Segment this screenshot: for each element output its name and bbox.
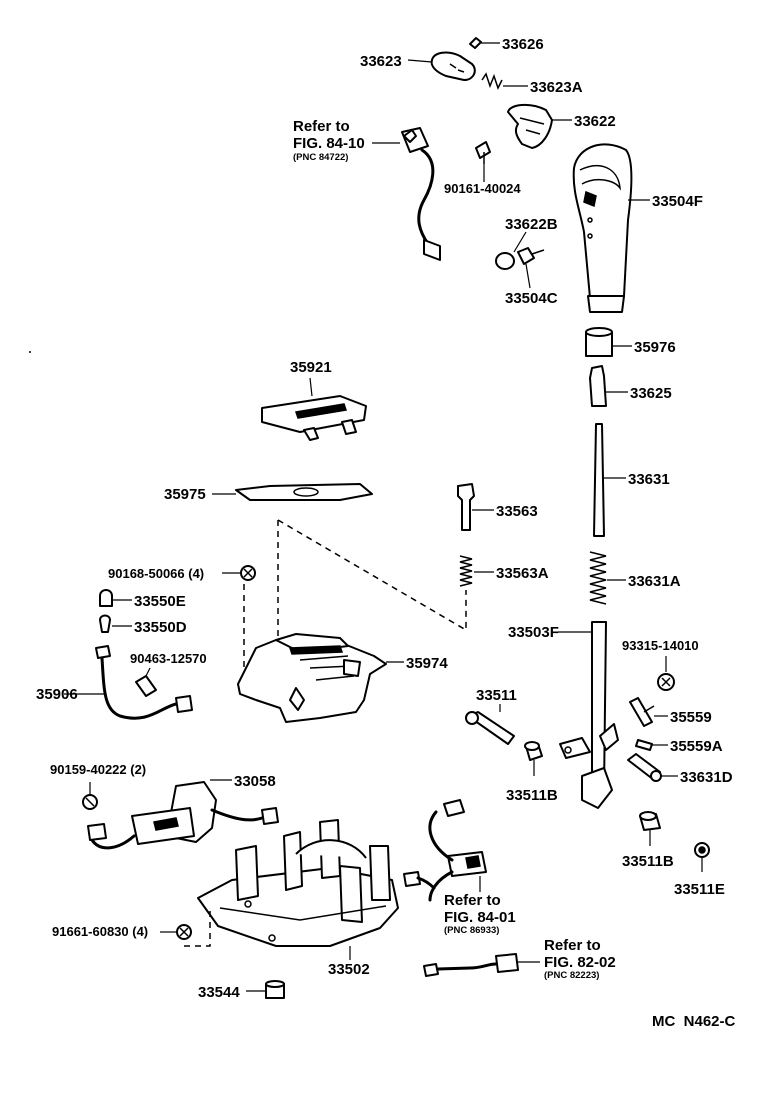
part-35906-harness	[64, 645, 193, 720]
part-33631D-pin	[627, 753, 678, 782]
part-35974-housing	[237, 633, 404, 723]
diagram-code: MC N462-C	[652, 1013, 736, 1030]
label-33502: 33502	[328, 961, 370, 978]
label-91661-60830: 91661-60830 (4)	[52, 924, 148, 939]
part-33544-stopper	[246, 980, 285, 999]
label-33511: 33511	[476, 687, 517, 704]
label-35559: 35559	[670, 709, 712, 726]
part-91661-60830-bolt	[160, 908, 211, 947]
part-90159-40222-screw	[82, 782, 98, 810]
label-90159-40222: 90159-40222 (2)	[50, 762, 146, 777]
label-33503F: 33503F	[508, 624, 559, 641]
part-90463-12570-clamp	[135, 667, 157, 697]
label-93315-14010: 93315-14010	[622, 638, 699, 653]
label-33511B-2: 33511B	[622, 853, 674, 870]
label-33625: 33625	[630, 385, 672, 402]
switch-harness-84722	[372, 127, 441, 261]
part-33622-clip	[507, 104, 572, 149]
part-33563-bolt	[457, 483, 494, 531]
label-90161-40024: 90161-40024	[444, 181, 521, 196]
label-35974: 35974	[406, 655, 448, 672]
harness-82223	[423, 953, 540, 977]
label-33631D: 33631D	[680, 769, 733, 786]
part-33550D-clip	[99, 614, 132, 633]
label-33511E: 33511E	[674, 881, 725, 898]
assembly-dashed-line-1	[277, 519, 467, 632]
part-90168-50066-screw	[222, 565, 256, 581]
part-33623-button	[407, 51, 476, 81]
part-33504F-shift-knob	[572, 143, 650, 313]
part-90161-40024-screw	[475, 141, 491, 182]
ref-82-02-line2: FIG. 82-02	[544, 954, 616, 971]
part-33511-bolt	[465, 704, 515, 745]
part-33631-rod	[593, 423, 626, 537]
part-33511B-bushing-2	[639, 811, 661, 846]
label-33631: 33631	[628, 471, 670, 488]
ref-84-01-line2: FIG. 84-01	[444, 909, 516, 926]
part-35921-cover-plate	[261, 377, 367, 441]
label-35906: 35906	[36, 686, 78, 703]
part-35559A-clip	[635, 739, 668, 751]
ref-84-01-line1: Refer to	[444, 892, 501, 909]
label-33626: 33626	[502, 36, 544, 53]
label-33544: 33544	[198, 984, 240, 1001]
label-33550E: 33550E	[134, 593, 186, 610]
label-33511B-1: 33511B	[506, 787, 558, 804]
part-33504C-screw	[517, 247, 545, 289]
part-33058-switch	[87, 779, 279, 850]
part-35976-bushing	[585, 327, 632, 357]
label-33623A: 33623A	[530, 79, 583, 96]
ref-84-01-line3: (PNC 86933)	[444, 925, 499, 936]
part-33623A-spring	[481, 72, 528, 90]
harness-86933	[403, 799, 487, 902]
label-33504C: 33504C	[505, 290, 558, 307]
part-33625-pin	[589, 365, 628, 407]
label-35559A: 35559A	[670, 738, 723, 755]
label-90463-12570: 90463-12570	[130, 651, 207, 666]
part-33631A-spring	[589, 551, 626, 605]
ref-82-02-line1: Refer to	[544, 937, 601, 954]
part-33511E-nut	[694, 842, 710, 872]
label-90168-50066: 90168-50066 (4)	[108, 566, 204, 581]
part-93315-14010-washer	[657, 656, 675, 691]
label-33563A: 33563A	[496, 565, 549, 582]
part-35975-film	[212, 483, 373, 501]
label-33622: 33622	[574, 113, 616, 130]
ref-82-02-line3: (PNC 82223)	[544, 970, 599, 981]
part-33502-base-assembly	[197, 819, 399, 960]
label-35976: 35976	[634, 339, 676, 356]
part-33563A-spring	[459, 555, 494, 587]
label-33622B: 33622B	[505, 216, 558, 233]
ref-84-10-line3: (PNC 84722)	[293, 152, 348, 163]
ref-84-10-line2: FIG. 84-10	[293, 135, 365, 152]
part-33622B-cap	[495, 231, 527, 270]
label-35921: 35921	[290, 359, 332, 376]
label-33563: 33563	[496, 503, 538, 520]
part-33503F-shift-lever	[558, 621, 619, 809]
label-33631A: 33631A	[628, 573, 681, 590]
part-33550E-clip	[99, 589, 132, 607]
part-33511B-bushing-1	[524, 741, 543, 776]
ref-84-10-line1: Refer to	[293, 118, 350, 135]
label-33504F: 33504F	[652, 193, 703, 210]
part-33626-screw	[469, 37, 500, 49]
label-33058: 33058	[234, 773, 276, 790]
part-35559-pin	[629, 697, 668, 727]
label-33623: 33623	[360, 53, 402, 70]
stray-dot	[29, 351, 31, 353]
label-33550D: 33550D	[134, 619, 187, 636]
label-35975: 35975	[164, 486, 206, 503]
